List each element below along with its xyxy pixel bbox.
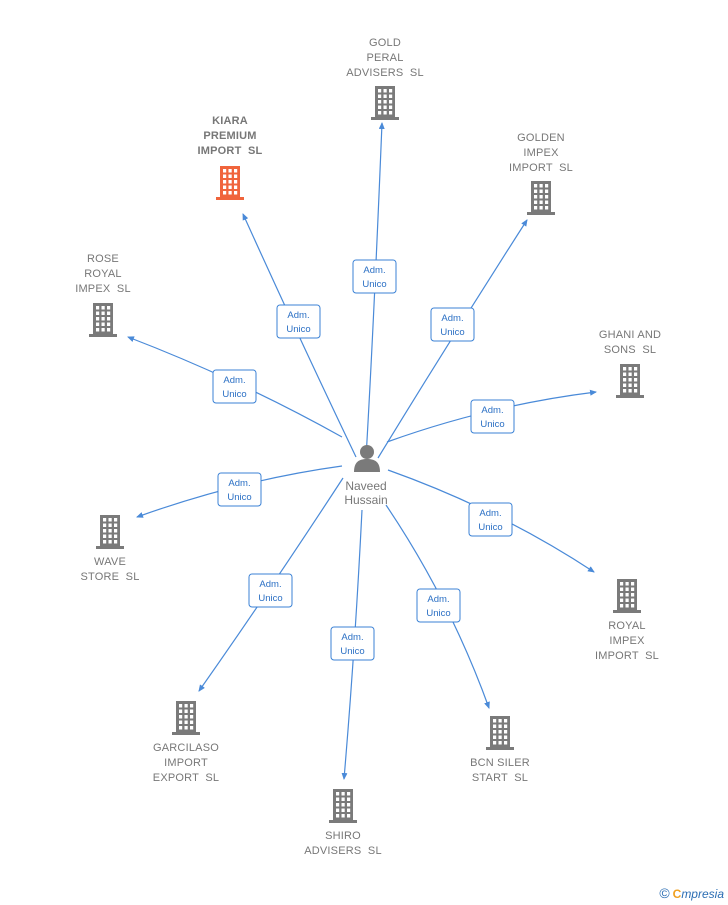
company-name-line: ADVISERS SL <box>346 67 424 79</box>
building-icon <box>329 789 357 823</box>
company-name-line: GOLD <box>369 37 401 49</box>
edge-label-line2: Unico <box>258 593 282 604</box>
person-name-line2: Hussain <box>344 493 387 507</box>
edge-label-rose-royal[interactable]: Adm. Unico <box>212 369 257 404</box>
edge-label-line2: Unico <box>227 492 251 503</box>
edge-label-line2: Unico <box>286 324 310 335</box>
copyright-icon: © <box>659 885 670 901</box>
company-name-line: ROYAL <box>84 268 121 280</box>
company-name-line: START SL <box>472 772 528 784</box>
company-node-kiara[interactable]: KIARA PREMIUM IMPORT SL <box>198 115 263 200</box>
nodes-layer: GOLD PERAL ADVISERS SL KIARA PREMIUM IMPORT S… <box>75 37 661 857</box>
edge-label-line2: Unico <box>480 419 504 430</box>
edge-label-line1: Adm. <box>481 405 503 416</box>
person-icon <box>354 445 380 472</box>
edge-label-line1: Adm. <box>341 632 363 643</box>
footer-brand: ©Cmpresia <box>659 885 724 901</box>
company-name-line: IMPORT SL <box>509 162 573 174</box>
company-name-line: GHANI AND <box>599 329 661 341</box>
building-icon <box>216 166 244 200</box>
edge-label-garcilaso[interactable]: Adm. Unico <box>248 573 293 608</box>
brand-name: mpresia <box>681 887 724 901</box>
brand-initial: C <box>672 887 682 901</box>
company-node-wave[interactable]: WAVE STORE SL <box>80 515 139 583</box>
person-name-line1: Naveed <box>345 479 386 493</box>
company-name-line: STORE SL <box>80 571 139 583</box>
company-name-line: GOLDEN <box>517 132 565 144</box>
company-node-golden-impex[interactable]: GOLDEN IMPEX IMPORT SL <box>509 132 573 215</box>
company-name-line: SONS SL <box>604 344 656 356</box>
edge-label-line2: Unico <box>222 389 246 400</box>
company-name-line: WAVE <box>94 556 126 568</box>
edge-labels-layer: Adm.UnicoAdm.UnicoAdm.UnicoAdm.UnicoAdm.… <box>212 259 515 661</box>
company-name-line: IMPORT SL <box>198 145 263 157</box>
edge-label-line1: Adm. <box>223 375 245 386</box>
company-name-line: IMPORT SL <box>595 650 659 662</box>
edge-label-line2: Unico <box>362 279 386 290</box>
company-name-line: ROSE <box>87 253 119 265</box>
company-node-garcilaso[interactable]: GARCILASO IMPORT EXPORT SL <box>153 701 219 784</box>
company-name-line: IMPORT <box>164 757 208 769</box>
company-name-line: IMPEX <box>523 147 559 159</box>
company-name-line: IMPEX SL <box>75 283 131 295</box>
building-icon <box>89 303 117 337</box>
edge-label-line1: Adm. <box>363 265 385 276</box>
company-name-line: ROYAL <box>608 620 645 632</box>
edge-label-bcn[interactable]: Adm. Unico <box>416 588 461 623</box>
building-icon <box>486 716 514 750</box>
company-name-line: PERAL <box>366 52 403 64</box>
building-icon <box>371 86 399 120</box>
edge-label-line1: Adm. <box>259 579 281 590</box>
company-name-line: ADVISERS SL <box>304 845 382 857</box>
edge-label-kiara[interactable]: Adm. Unico <box>276 304 321 339</box>
person-node[interactable]: Naveed Hussain <box>344 445 388 507</box>
company-node-ghani[interactable]: GHANI AND SONS SL <box>599 329 661 398</box>
company-node-rose-royal[interactable]: ROSE ROYAL IMPEX SL <box>75 253 131 337</box>
company-node-royal-impex[interactable]: ROYAL IMPEX IMPORT SL <box>595 579 659 662</box>
company-node-gold-peral[interactable]: GOLD PERAL ADVISERS SL <box>346 37 424 120</box>
edge-label-line2: Unico <box>440 327 464 338</box>
company-name-line: EXPORT SL <box>153 772 219 784</box>
edge-label-gold-peral[interactable]: Adm. Unico <box>352 259 397 294</box>
edge-label-line1: Adm. <box>479 508 501 519</box>
edge-label-line1: Adm. <box>228 478 250 489</box>
edge-label-line2: Unico <box>426 608 450 619</box>
edge-label-line1: Adm. <box>287 310 309 321</box>
edge-label-golden-impex[interactable]: Adm. Unico <box>430 307 475 342</box>
edge-label-royal-impex[interactable]: Adm. Unico <box>468 502 513 537</box>
company-node-bcn[interactable]: BCN SILER START SL <box>470 716 530 784</box>
building-icon <box>613 579 641 613</box>
building-icon <box>172 701 200 735</box>
edge-label-line2: Unico <box>340 646 364 657</box>
edge-label-wave[interactable]: Adm. Unico <box>217 472 262 507</box>
edge-gold-peral <box>365 122 385 459</box>
company-name-line: KIARA <box>212 115 248 127</box>
company-name-line: GARCILASO <box>153 742 219 754</box>
company-name-line: PREMIUM <box>203 130 256 142</box>
edge-label-line1: Adm. <box>441 313 463 324</box>
edge-label-line1: Adm. <box>427 594 449 605</box>
building-icon <box>527 181 555 215</box>
edge-label-shiro[interactable]: Adm. Unico <box>330 626 375 661</box>
company-name-line: IMPEX <box>609 635 645 647</box>
edge-label-ghani[interactable]: Adm. Unico <box>470 399 515 434</box>
building-icon <box>96 515 124 549</box>
building-icon <box>616 364 644 398</box>
company-name-line: BCN SILER <box>470 757 530 769</box>
company-node-shiro[interactable]: SHIRO ADVISERS SL <box>304 789 382 857</box>
company-name-line: SHIRO <box>325 830 361 842</box>
edge-label-line2: Unico <box>478 522 502 533</box>
